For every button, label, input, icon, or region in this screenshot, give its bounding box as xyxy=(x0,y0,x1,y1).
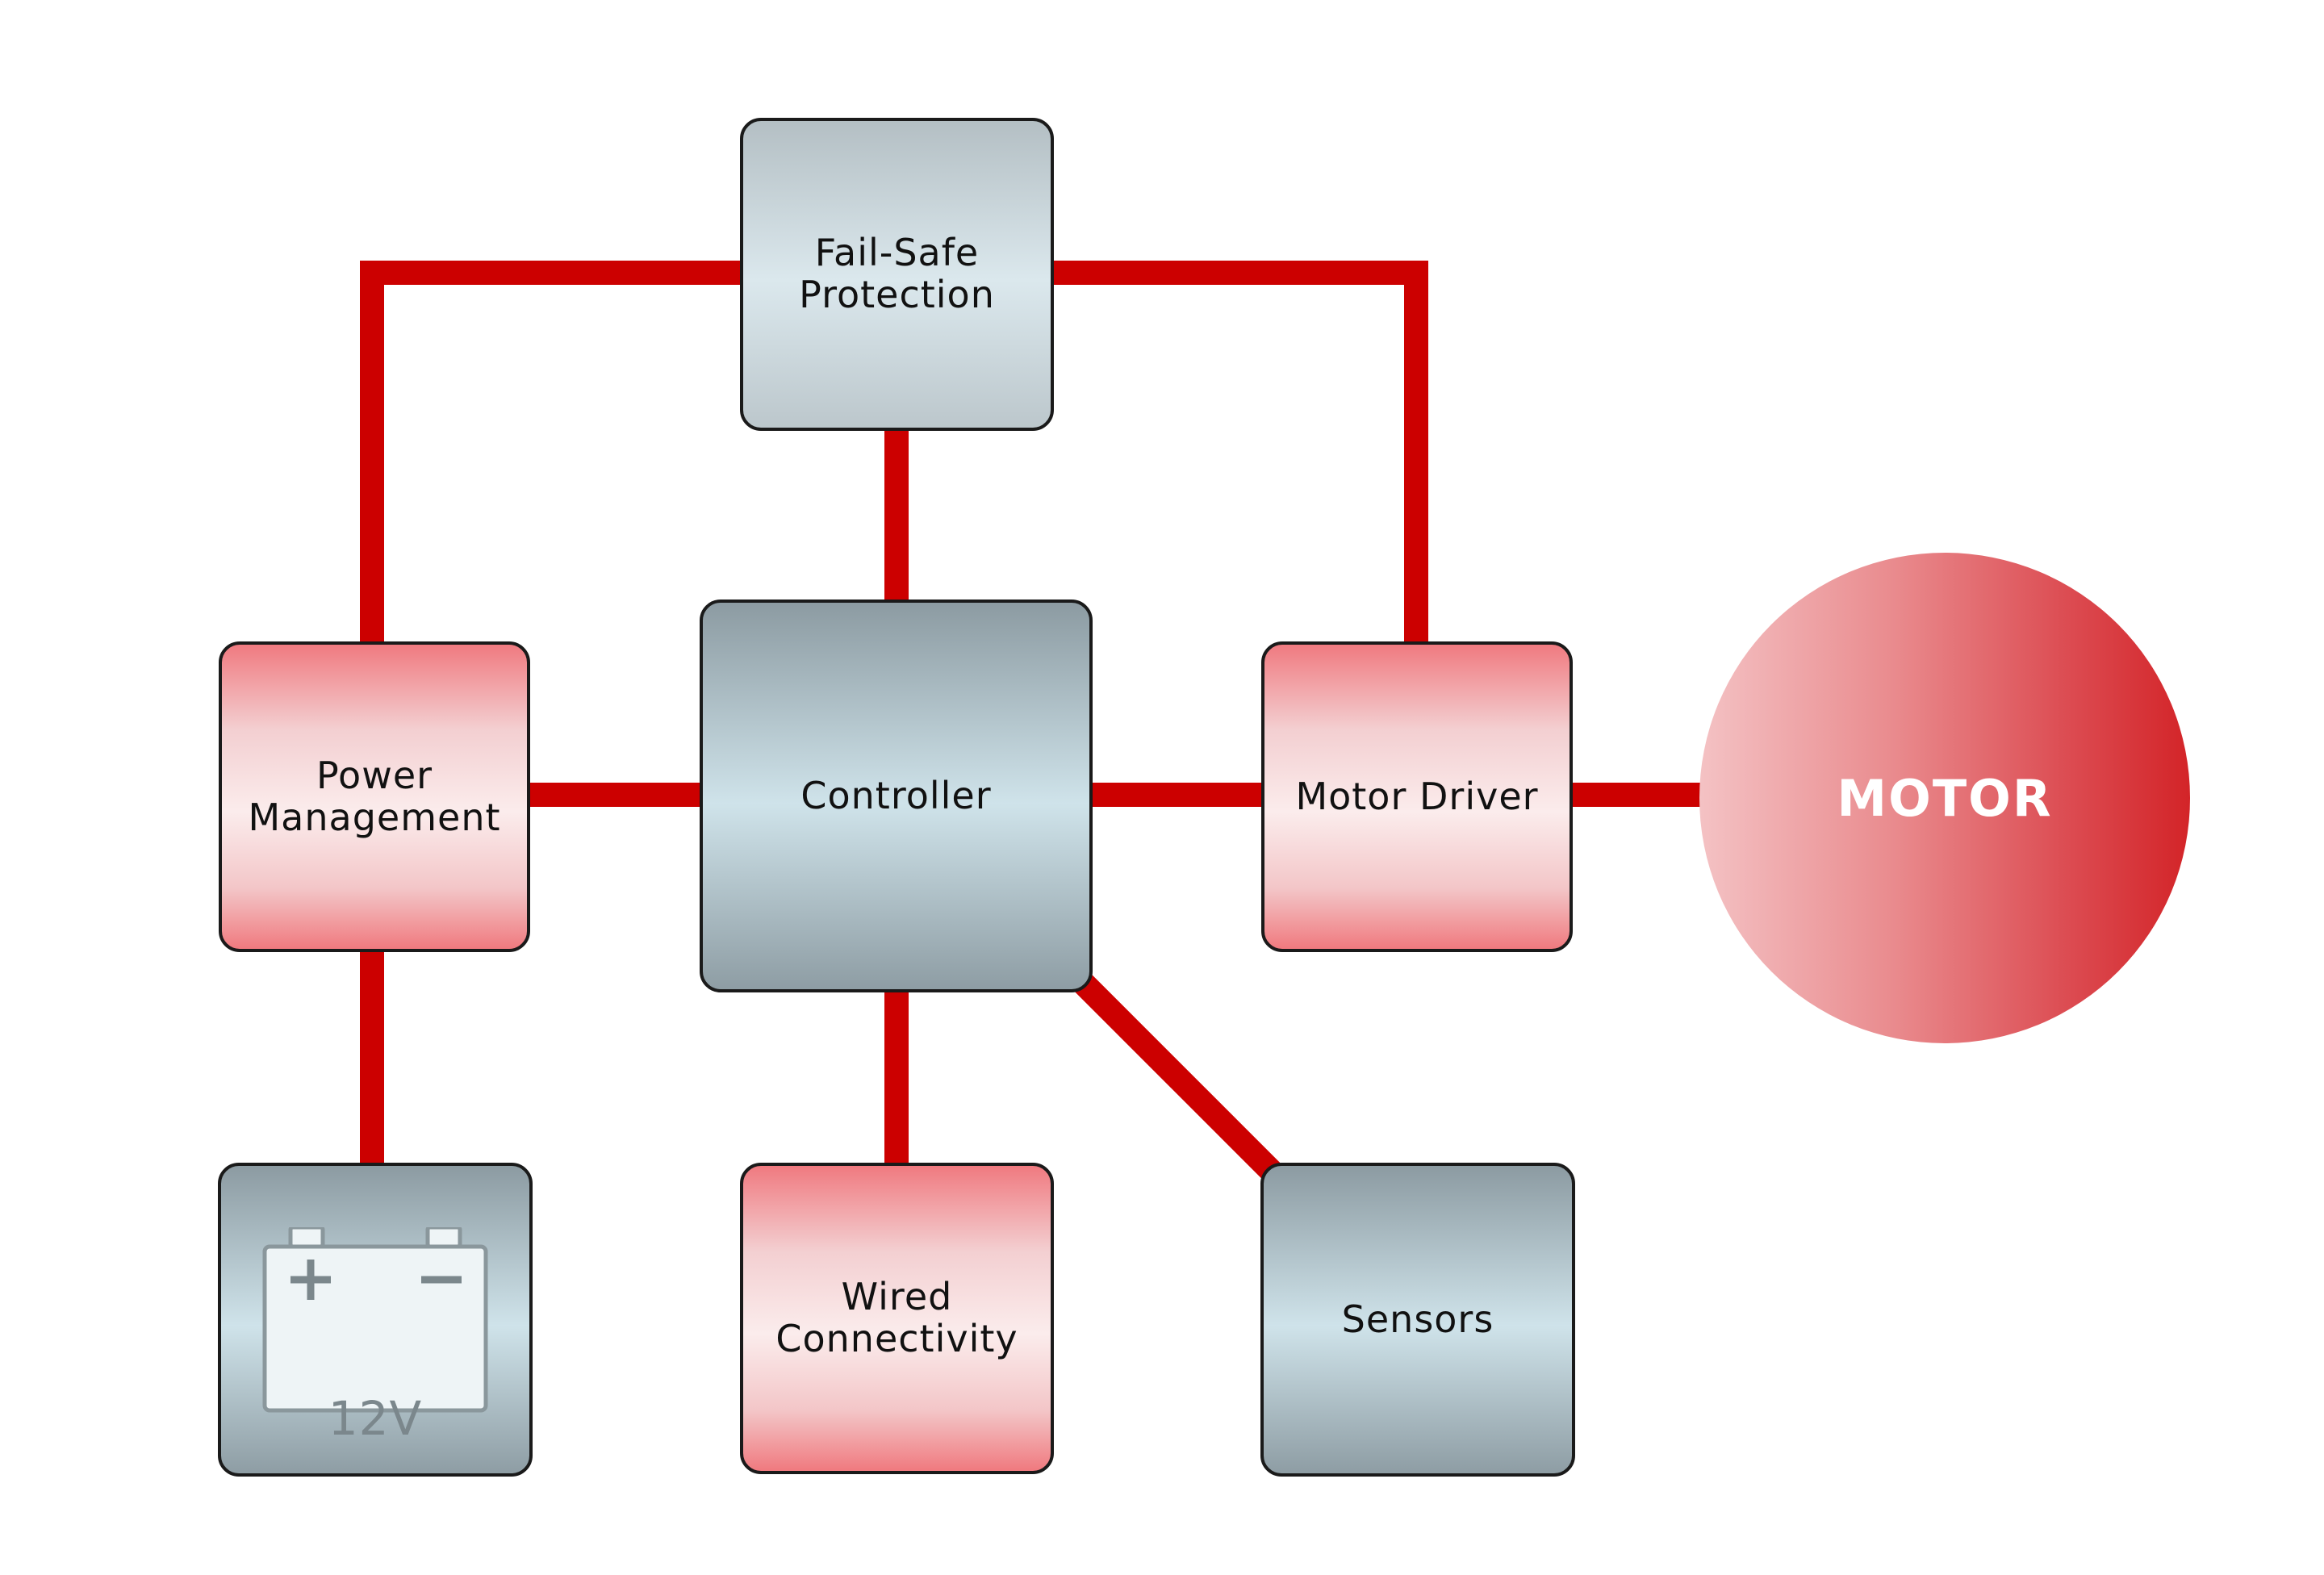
fail-safe-label-line2: Protection xyxy=(799,273,995,316)
sensors-label: Sensors xyxy=(1341,1297,1494,1341)
wire-failsafe-power xyxy=(360,261,740,641)
power-management-label-line1: Power xyxy=(316,753,433,797)
power-management-label-line2: Management xyxy=(248,795,501,839)
motor-driver-block: Motor Driver xyxy=(1261,641,1573,952)
controller-block: Controller xyxy=(700,600,1093,992)
motor-circle: MOTOR xyxy=(1699,553,2190,1043)
motor-driver-label: Motor Driver xyxy=(1295,774,1539,818)
sensors-block: Sensors xyxy=(1260,1163,1575,1477)
motor-label: MOTOR xyxy=(1837,768,2053,828)
wire-failsafe-motordriver xyxy=(1054,261,1428,641)
power-management-block: Power Management xyxy=(219,641,530,952)
wired-connectivity-label-line1: Wired xyxy=(841,1275,953,1319)
fail-safe-label-line1: Fail-Safe xyxy=(814,231,980,275)
wired-connectivity-label-line2: Connectivity xyxy=(775,1317,1018,1360)
fail-safe-protection-block: Fail-Safe Protection xyxy=(740,118,1054,431)
battery-block: 12V xyxy=(218,1163,533,1477)
controller-label: Controller xyxy=(800,773,992,817)
wire-controller-sensors xyxy=(1068,967,1284,1184)
battery-voltage-label: 12V xyxy=(328,1390,423,1446)
car-battery-icon: 12V xyxy=(262,1225,488,1444)
wired-connectivity-block: Wired Connectivity xyxy=(740,1163,1054,1474)
